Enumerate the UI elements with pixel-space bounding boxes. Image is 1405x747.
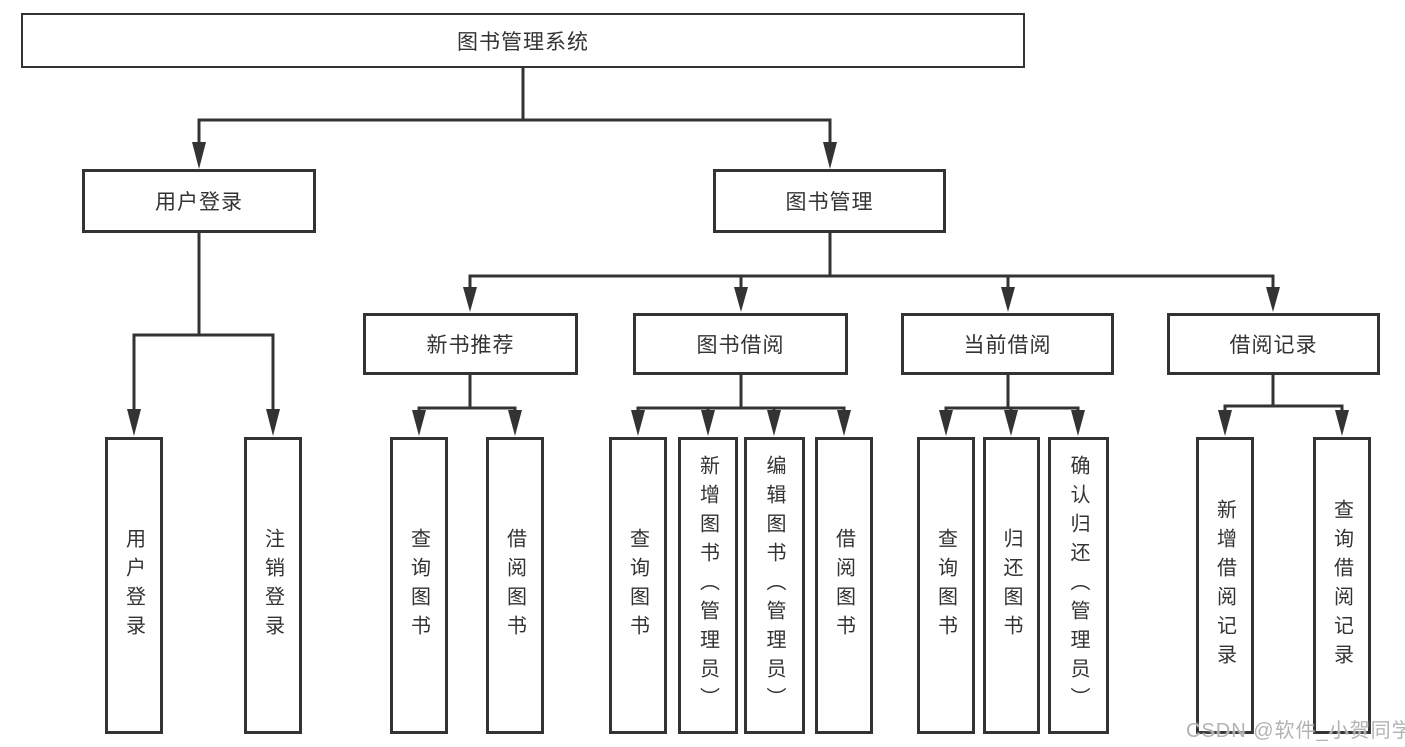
node-leaf-borrow-books: 借阅图书 [815,437,873,734]
connector-borrow-records-group [1223,375,1344,412]
connector-user-login-group [132,233,275,412]
connector-line [1223,375,1344,412]
node-book-management: 图书管理 [713,169,946,233]
node-leaf-query-books: 查询图书 [609,437,667,734]
arrowheads-level2 [192,142,837,169]
node-library-management-system: 图书管理系统 [21,13,1025,68]
node-leaf-query-books: 查询图书 [390,437,448,734]
node-user-login: 用户登录 [82,169,316,233]
arrowhead-down-icon [1218,410,1232,436]
arrowhead-down-icon [1071,410,1085,436]
connector-root-to-level2 [197,66,832,145]
connector-line [417,375,517,412]
connector-new-book-rec-group [417,375,517,412]
node-leaf-return-books: 归还图书 [983,437,1040,734]
arrowhead-down-icon [1266,287,1280,312]
arrowhead-down-icon [192,142,206,169]
node-current-borrowing: 当前借阅 [901,313,1114,375]
arrowhead-down-icon [266,409,280,436]
node-leaf-borrow-books: 借阅图书 [486,437,544,734]
connector-line [944,375,1080,412]
arrowhead-down-icon [1004,410,1018,436]
arrowhead-down-icon [463,287,477,312]
node-book-borrowing: 图书借阅 [633,313,848,375]
arrowhead-down-icon [823,142,837,169]
arrowhead-down-icon [127,409,141,436]
connector-line [197,66,832,145]
node-leaf-query-books: 查询图书 [917,437,975,734]
connector-current-borrow-group [944,375,1080,412]
arrowhead-down-icon [734,287,748,312]
arrowhead-down-icon [701,410,715,436]
arrowheads-level3 [463,287,1280,312]
connector-line [468,233,1275,290]
arrowhead-down-icon [508,410,522,436]
csdn-watermark: CSDN @软件_小贺同学 [1186,720,1405,742]
arrowhead-down-icon [837,410,851,436]
arrowheads-current-borrow-group [939,410,1085,436]
node-borrowing-records: 借阅记录 [1167,313,1380,375]
arrowhead-down-icon [1001,287,1015,312]
node-leaf-add-book-admin: 新增图书（管理员） [678,437,738,734]
arrowhead-down-icon [412,410,426,436]
node-leaf-edit-book-admin: 编辑图书（管理员） [744,437,805,734]
connector-line [636,375,846,412]
node-leaf-confirm-return-admin: 确认归还（管理员） [1048,437,1109,734]
node-leaf-logout: 注销登录 [244,437,302,734]
arrowheads-new-book-rec-group [412,410,522,436]
node-leaf-add-borrow-record: 新增借阅记录 [1196,437,1254,734]
connector-book-borrow-group [636,375,846,412]
connector-book-mgmt-to-level3 [468,233,1275,290]
node-leaf-user-login: 用户登录 [105,437,163,734]
arrowheads-user-login-group [127,409,280,436]
arrowhead-down-icon [767,410,781,436]
arrowheads-borrow-records-group [1218,410,1349,436]
arrowhead-down-icon [631,410,645,436]
arrowhead-down-icon [939,410,953,436]
node-leaf-query-borrow-record: 查询借阅记录 [1313,437,1371,734]
node-new-book-recommendation: 新书推荐 [363,313,578,375]
arrowhead-down-icon [1335,410,1349,436]
connector-line [132,233,275,412]
arrowheads-book-borrow-group [631,410,851,436]
